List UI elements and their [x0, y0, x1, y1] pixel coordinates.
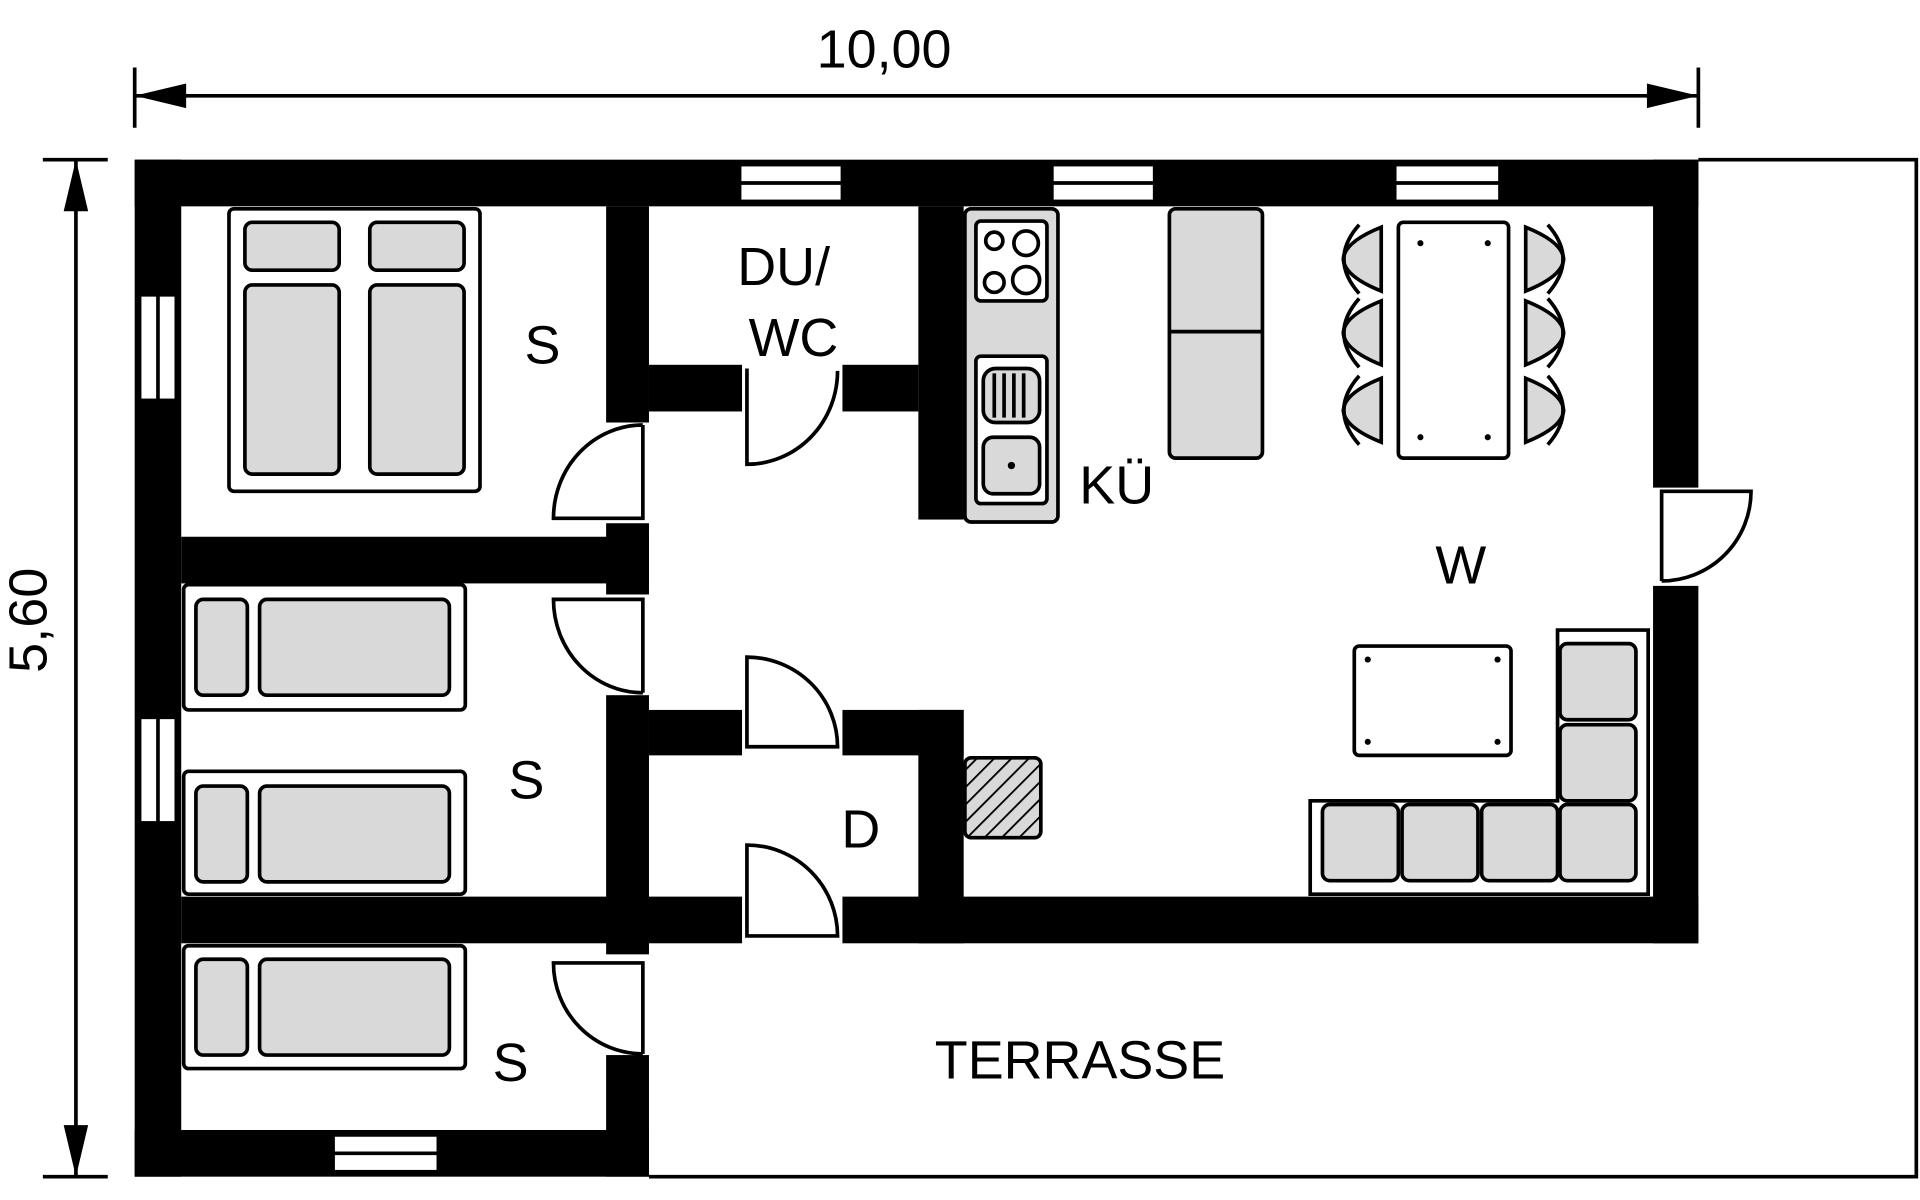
- height-dimension: 5,60: [0, 157, 108, 1179]
- room-label-bedroom-2: S: [509, 750, 545, 810]
- coffee-table: [1352, 644, 1513, 758]
- dining-chairs: [1341, 223, 1566, 446]
- cabinet: [1167, 206, 1265, 460]
- window: [737, 162, 845, 204]
- room-label-bathroom: DU/: [737, 237, 830, 297]
- window: [331, 1133, 441, 1174]
- room-label-bedroom-3: S: [493, 1033, 529, 1093]
- single-bed: [181, 943, 468, 1071]
- window: [1050, 162, 1157, 204]
- chair: [1341, 374, 1384, 446]
- door-hall-entrance: [742, 843, 843, 946]
- dining-table: [1396, 220, 1511, 460]
- chair: [1341, 297, 1384, 369]
- room-label-living: W: [1435, 535, 1486, 595]
- window: [137, 715, 179, 825]
- width-label: 10,00: [817, 19, 952, 79]
- door-living-terrace: [1650, 487, 1753, 586]
- stove-icon: [974, 219, 1049, 303]
- chair: [1523, 223, 1566, 295]
- doors: [551, 362, 1753, 1056]
- chair: [1523, 374, 1566, 446]
- width-dimension: 10,00: [132, 19, 1701, 128]
- room-label-bedroom-1: S: [524, 315, 560, 375]
- window: [137, 292, 179, 403]
- chair: [1341, 223, 1384, 295]
- fireplace-icon: [963, 755, 1043, 840]
- terrace-outline: [648, 157, 1919, 1179]
- room-label-bathroom-2: WC: [749, 308, 839, 368]
- kitchen-counter: [963, 206, 1060, 524]
- windows: [137, 162, 1502, 1174]
- double-bed: [227, 206, 482, 494]
- room-label-hall: D: [841, 799, 880, 859]
- door-bedroom-3: [551, 954, 652, 1056]
- room-label-kitchen: KÜ: [1079, 456, 1154, 516]
- door-bedroom-2: [551, 594, 652, 696]
- height-label: 5,60: [0, 568, 59, 673]
- sink-icon: [974, 354, 1049, 506]
- single-bed: [181, 582, 468, 712]
- door-hall-top: [742, 655, 843, 758]
- chair: [1523, 297, 1566, 369]
- door-bedroom-1: [551, 422, 652, 524]
- room-label-terrace: TERRASSE: [935, 1030, 1225, 1090]
- door-bathroom: [742, 362, 843, 467]
- corner-sofa: [1308, 628, 1650, 897]
- window: [1392, 162, 1502, 204]
- single-bed: [181, 769, 468, 897]
